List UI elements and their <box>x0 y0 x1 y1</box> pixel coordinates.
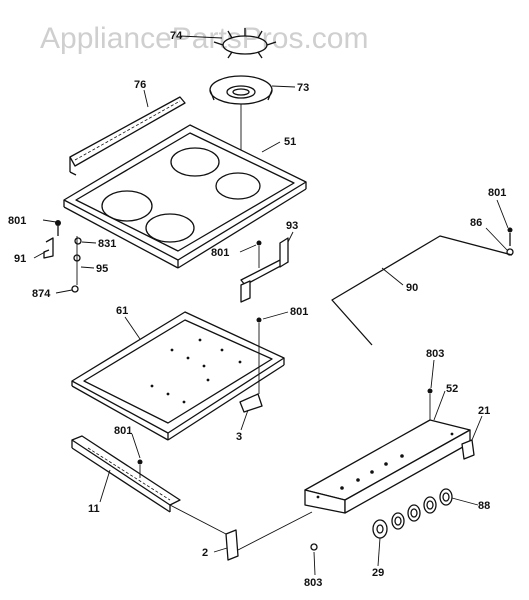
burner-opening-rear-left <box>101 190 153 222</box>
callout-93: 93 <box>286 220 298 232</box>
control-knobs-group <box>372 488 453 539</box>
burner-opening-front-left <box>145 213 195 243</box>
callout-88: 88 <box>478 500 490 512</box>
callout-801-rail: 801 <box>290 306 308 318</box>
cooktop-part <box>63 124 307 269</box>
drip-bowl-part <box>209 75 273 105</box>
callout-95: 95 <box>96 263 108 275</box>
callout-801-front: 801 <box>114 425 132 437</box>
support-rod-part <box>331 227 514 346</box>
callout-73: 73 <box>297 82 309 94</box>
rear-trim-strip-part <box>69 96 186 176</box>
callout-831: 831 <box>98 238 116 250</box>
end-cap-21-part <box>461 439 475 460</box>
front-trim-11-part <box>71 435 181 513</box>
callout-76: 76 <box>134 79 146 91</box>
callout-3: 3 <box>236 431 242 443</box>
callout-801-right: 801 <box>488 187 506 199</box>
callout-2: 2 <box>202 547 208 559</box>
callout-labels: 74 73 76 51 801 831 91 95 874 93 801 801… <box>8 30 506 589</box>
callout-21: 21 <box>478 405 490 417</box>
callout-86: 86 <box>470 217 482 229</box>
leader-lines <box>33 35 509 576</box>
callout-11: 11 <box>88 503 100 515</box>
watermark-text: AppliancePartsPros.com <box>40 22 368 55</box>
callout-74: 74 <box>170 30 183 42</box>
callout-91: 91 <box>14 253 26 265</box>
callout-801-left: 801 <box>8 215 26 227</box>
callout-29: 29 <box>372 567 384 579</box>
control-panel-52-part <box>304 388 471 514</box>
callout-61: 61 <box>116 305 128 317</box>
burner-opening-front-right <box>215 172 261 200</box>
callout-803-top: 803 <box>426 348 444 360</box>
clip-3-part <box>239 317 263 413</box>
side-bracket-2-part <box>169 504 318 561</box>
burner-grate-part <box>213 28 277 59</box>
left-hardware-group <box>43 220 82 293</box>
callout-803-bottom: 803 <box>304 577 322 589</box>
callout-90: 90 <box>406 282 418 294</box>
callout-801-mid: 801 <box>211 247 229 259</box>
bracket-93-part <box>240 237 289 303</box>
callout-52: 52 <box>446 383 458 395</box>
callout-874: 874 <box>32 288 51 300</box>
lower-panel-part <box>71 311 285 441</box>
burner-opening-rear-right <box>170 147 220 177</box>
callout-51: 51 <box>284 136 296 148</box>
